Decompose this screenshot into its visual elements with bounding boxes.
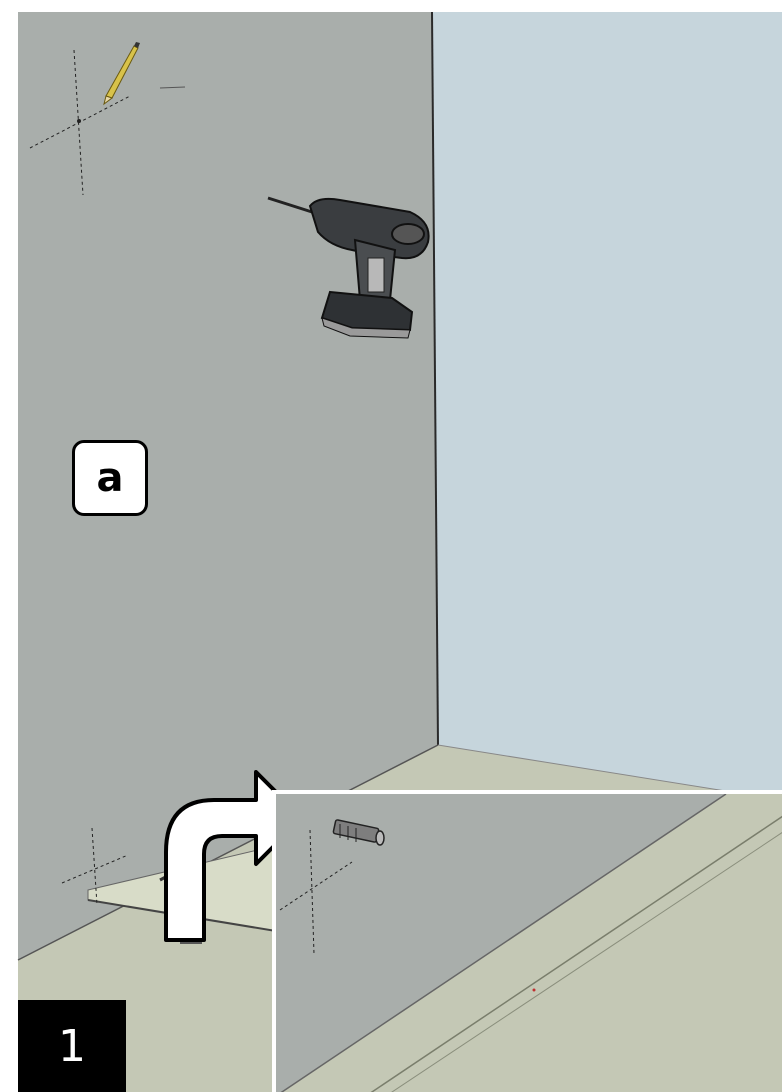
step-number-badge: 1 xyxy=(18,1000,126,1092)
right-wall xyxy=(432,12,782,800)
drill-mark-dot xyxy=(77,119,81,123)
detail-inset xyxy=(272,790,782,1092)
inset-red-dot xyxy=(533,989,536,992)
detail-inset-scene xyxy=(276,794,782,1092)
step-sub-label: a xyxy=(72,440,148,516)
